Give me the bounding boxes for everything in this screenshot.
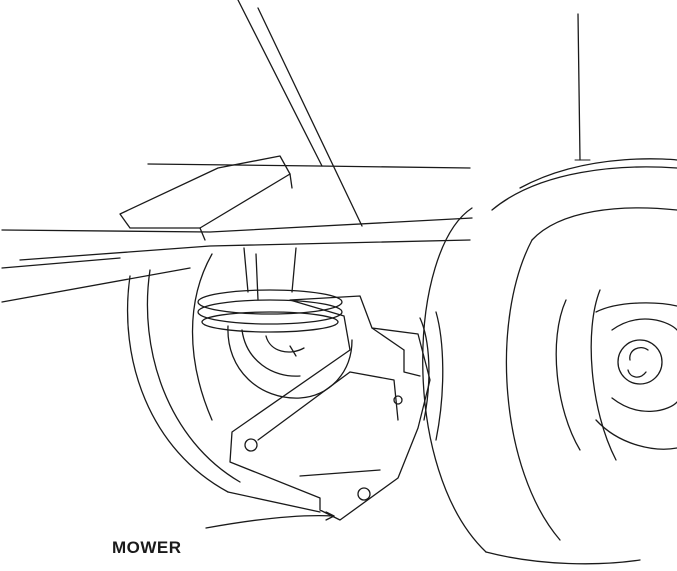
pulley-assembly [197, 247, 353, 399]
mower-label: MOWER [112, 538, 182, 557]
bracket-arm [229, 295, 431, 521]
front-wheel [422, 158, 677, 565]
label-leader-line [205, 514, 335, 529]
cross-beam [1, 217, 473, 303]
frame-lines [147, 0, 591, 227]
foot-plate [119, 155, 293, 241]
rear-wheel [126, 253, 321, 513]
belt-guide [419, 311, 444, 441]
